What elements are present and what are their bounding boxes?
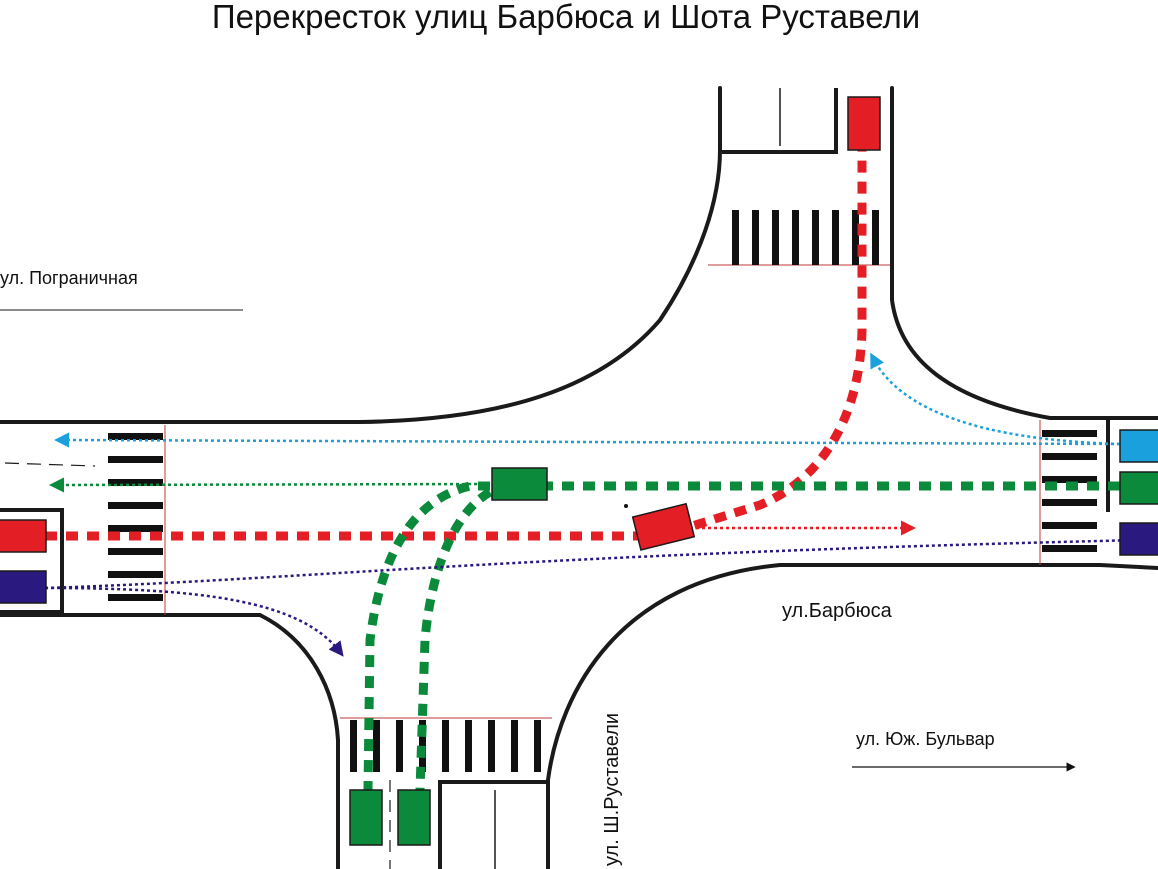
diagram-title: Перекресток улиц Барбюса и Шота Руставел…: [212, 0, 920, 35]
crosswalk-west: [108, 433, 163, 601]
car-red-north: [847, 96, 881, 151]
car-navy-east: [1119, 522, 1158, 556]
car-red-center: [631, 502, 696, 551]
east-median: [1106, 416, 1158, 512]
green-path-second: [415, 488, 493, 791]
traffic-paths: [44, 150, 1141, 791]
label-yuzh-bulvar: ул. Юж. Бульвар: [856, 729, 995, 749]
car-navy-west: [0, 570, 47, 604]
vehicles: [0, 96, 1158, 846]
road-edges: [0, 86, 1158, 869]
car-red-west: [0, 519, 47, 553]
navy-path-east: [44, 538, 1141, 590]
blue-path-north: [870, 352, 1121, 446]
red-path-main: [45, 150, 867, 541]
street-labels: ул. Пограничная ул.Барбюса ул. Юж. Бульв…: [0, 268, 1076, 866]
north-curb-block: [722, 88, 838, 154]
crosswalk-east: [1042, 430, 1097, 552]
navy-path-south: [44, 586, 344, 657]
crosswalk-south: [350, 720, 541, 772]
label-pogranichnaya: ул. Пограничная: [0, 268, 138, 288]
car-green-south-1: [349, 789, 383, 846]
green-path-main: [363, 481, 1120, 791]
car-blue-east: [1119, 429, 1158, 463]
label-rustaveli: ул. Ш.Руставели: [601, 713, 623, 866]
green-path-thin-west: [49, 477, 496, 493]
blue-path-west: [54, 432, 1121, 448]
car-green-east: [1119, 471, 1158, 505]
car-green-south-2: [397, 789, 431, 846]
car-green-center: [491, 467, 548, 501]
south-curb-block: [438, 780, 548, 869]
crosswalk-north: [732, 210, 879, 265]
center-dot: [624, 504, 628, 508]
label-barbyusa: ул.Барбюса: [782, 600, 893, 622]
west-median: [0, 462, 96, 614]
